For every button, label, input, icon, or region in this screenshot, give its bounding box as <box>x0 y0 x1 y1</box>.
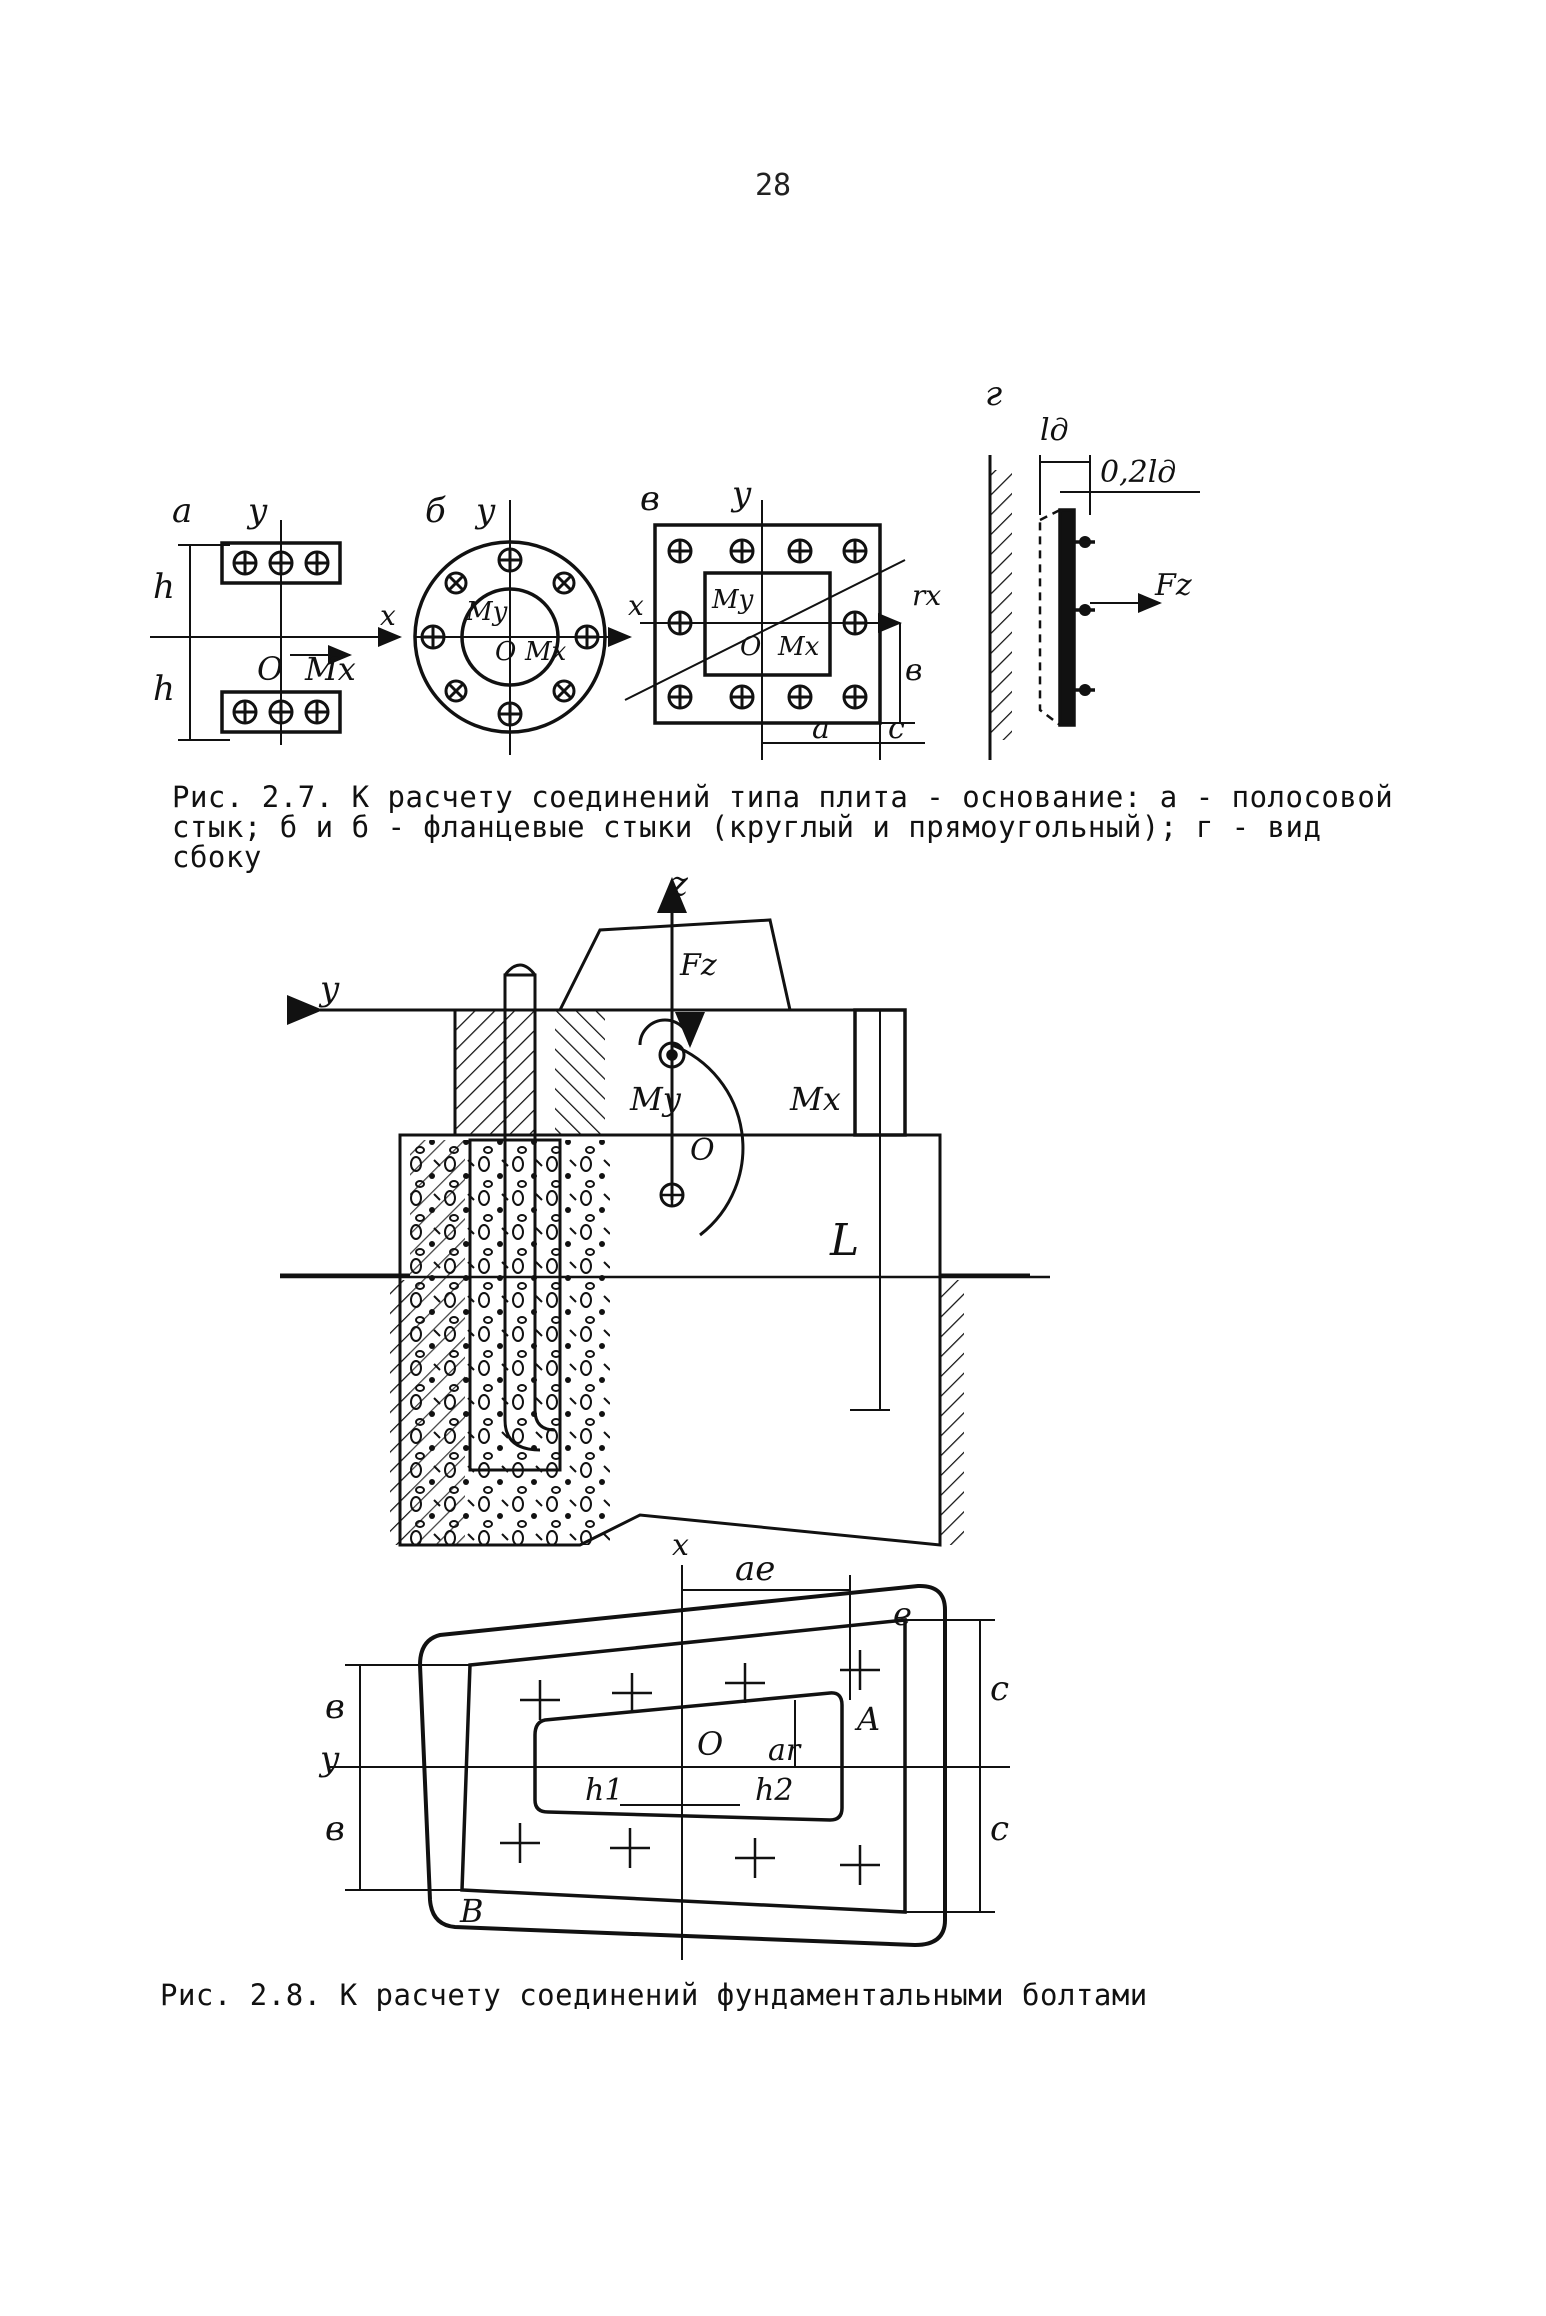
label-y: y <box>474 491 496 531</box>
panel-a-strip-joint <box>150 520 402 745</box>
label-my: My <box>465 597 508 627</box>
label-pt-b: В <box>459 1892 484 1930</box>
label-panel-a: а <box>172 491 192 531</box>
label-h2: h2 <box>755 1773 793 1808</box>
label-pt-a: A <box>854 1700 880 1738</box>
label-c: с <box>888 711 905 746</box>
label-h-bottom: h <box>153 669 175 709</box>
label-o: O <box>257 650 283 688</box>
bolt-cross-icon <box>500 1650 880 1885</box>
label-o: O <box>697 1725 723 1763</box>
label-fz: Fz <box>679 948 717 983</box>
label-my: My <box>711 585 754 615</box>
label-x: x <box>380 599 396 632</box>
label-mx: Mx <box>524 637 567 667</box>
label-x: x <box>672 1528 689 1563</box>
panel-v-rect-flange <box>624 500 925 760</box>
figure-2-7: а y h h O Mx x б y My O Mx x в y My O Mx… <box>150 374 1200 760</box>
label-mx: Mx <box>304 650 356 688</box>
label-b: в <box>905 653 922 688</box>
label-panel-g: г <box>985 374 1002 414</box>
caption-line: Рис. 2.7. К расчету соединений типа плит… <box>172 780 1394 814</box>
figure-2-8-caption: Рис. 2.8. К расчету соединений фундамент… <box>160 1978 1148 2012</box>
label-c-bottom: с <box>990 1809 1009 1849</box>
caption-line: стык; б и б - фланцевые стыки (круглый и… <box>172 810 1322 844</box>
label-h1: h1 <box>585 1773 623 1808</box>
bolt-icon <box>420 547 600 727</box>
label-panel-b: б <box>425 491 446 531</box>
panel-b-round-flange <box>413 500 632 755</box>
label-ar: аr <box>768 1733 802 1768</box>
label-y: y <box>318 969 340 1009</box>
label-l: L <box>829 1215 859 1266</box>
label-rx: rx <box>912 579 941 612</box>
figure-2-8-plan: x ае е A O аr h1 h2 y в в с с В <box>318 1528 1010 1960</box>
label-ae: ае <box>735 1549 775 1589</box>
label-mx: Mx <box>789 1080 841 1118</box>
panel-g-side-view <box>988 455 1200 760</box>
label-y: y <box>318 1739 340 1779</box>
label-mx: Mx <box>777 632 820 662</box>
label-h-top: h <box>153 567 175 607</box>
label-y: y <box>730 474 752 514</box>
label-y: y <box>246 491 268 531</box>
label-pt-e: е <box>893 1595 912 1633</box>
label-o: O <box>740 632 761 662</box>
label-b-top: в <box>325 1687 345 1727</box>
label-c-top: с <box>990 1669 1009 1709</box>
bolt-icon <box>667 538 868 710</box>
page-number: 28 <box>754 168 792 203</box>
label-fz: Fz <box>1154 568 1192 603</box>
figure-2-7-caption: Рис. 2.7. К расчету соединений типа плит… <box>172 782 1472 872</box>
label-x: x <box>628 589 644 622</box>
label-panel-v: в <box>640 479 660 519</box>
figure-2-8-section: z y Fz My Mx O L <box>280 864 1050 1547</box>
label-z: z <box>669 864 689 904</box>
label-o: O <box>495 637 516 667</box>
label-lg02: 0,2lд <box>1100 455 1176 490</box>
label-o: O <box>690 1133 715 1168</box>
label-b-bottom: в <box>325 1809 345 1849</box>
label-a: а <box>812 711 830 746</box>
caption-line: сбоку <box>172 840 262 874</box>
label-lg: lд <box>1040 413 1069 448</box>
label-my: My <box>629 1080 682 1118</box>
